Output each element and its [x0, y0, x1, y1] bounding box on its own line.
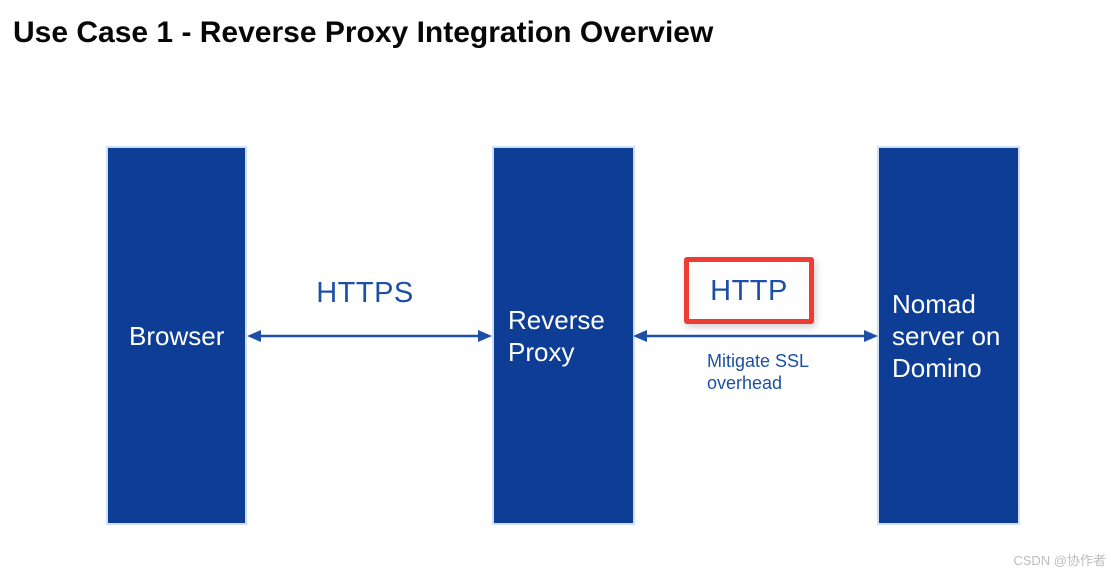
- node-nomad-server: Nomad server on Domino: [877, 146, 1020, 525]
- label-https: HTTPS: [316, 277, 414, 309]
- node-reverse-proxy-label: Reverse Proxy: [508, 304, 605, 367]
- node-reverse-proxy: Reverse Proxy: [492, 146, 635, 525]
- double-arrow-browser-proxy: [247, 330, 492, 342]
- label-http: HTTP: [710, 274, 788, 307]
- slide-title: Use Case 1 - Reverse Proxy Integration O…: [13, 16, 714, 49]
- double-arrow-proxy-nomad: [633, 330, 878, 342]
- node-browser: Browser: [106, 146, 247, 525]
- node-browser-label: Browser: [129, 320, 225, 351]
- node-nomad-server-label: Nomad server on Domino: [892, 288, 1001, 383]
- http-highlight-box: HTTP: [684, 257, 814, 324]
- note-mitigate-ssl: Mitigate SSL overhead: [707, 351, 809, 393]
- watermark: CSDN @协作者: [1013, 553, 1106, 568]
